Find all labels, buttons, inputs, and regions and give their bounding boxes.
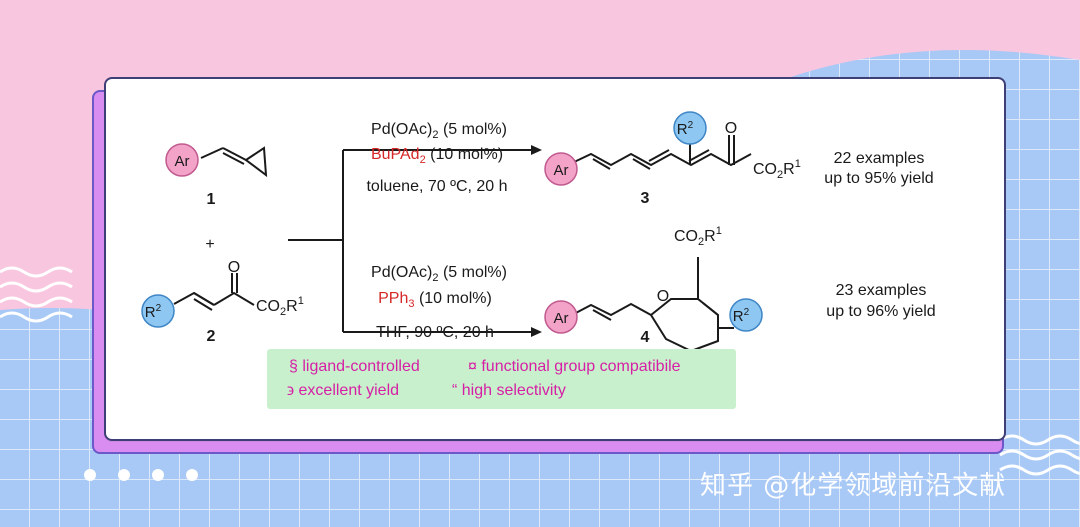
r2-ketone-o: O — [228, 259, 240, 276]
top-ligand: BuPAd2 (10 mol%) — [371, 146, 503, 166]
p3-ketone — [728, 135, 735, 165]
arrowhead-top — [531, 145, 542, 155]
r1-aryl-label: Ar — [175, 153, 190, 170]
p3-examples: 22 examples — [834, 150, 925, 167]
feature-excellent-yield: ϶ excellent yield — [287, 382, 400, 399]
p3-aryl-label: Ar — [554, 162, 569, 179]
dot-3 — [152, 469, 164, 481]
wave-lines-right — [999, 434, 1080, 476]
features-box: § ligand-controlled ¤ functional group c… — [267, 349, 736, 409]
p4-ester-label: CO2R1 — [674, 225, 722, 248]
compound-3-number: 3 — [641, 190, 650, 207]
arrowhead-bottom — [531, 327, 542, 337]
r2-label: R2 — [145, 303, 162, 321]
p4-examples: 23 examples — [836, 282, 927, 299]
p4-r2-label: R2 — [733, 307, 750, 325]
dot-2 — [118, 469, 130, 481]
p4-ring-o: O — [657, 288, 669, 305]
wave-lines-left — [0, 266, 73, 323]
p3-yield: up to 95% yield — [824, 170, 933, 187]
p4-aryl-label: Ar — [554, 310, 569, 327]
feature-functional-group: ¤ functional group compatibile — [468, 358, 681, 375]
cyclopropane-ring — [244, 146, 268, 178]
watermark: 知乎 @化学领域前沿文献 — [700, 471, 1007, 501]
r2-ketone — [231, 273, 238, 293]
plus-sign: + — [205, 236, 214, 253]
r2-ball-4 — [729, 298, 763, 332]
aryl-ball-1 — [165, 143, 199, 177]
r1-double-bond — [222, 147, 247, 165]
feature-high-selectivity: “ high selectivity — [452, 382, 566, 399]
r2-ester-label: CO2R1 — [256, 295, 304, 318]
compound-2-number: 2 — [207, 328, 216, 345]
feature-ligand-controlled: § ligand-controlled — [289, 358, 420, 375]
r1-bond — [200, 147, 224, 159]
p3-r2-label: R2 — [677, 120, 694, 138]
p3-ketone-o: O — [725, 120, 737, 137]
bottom-catalyst: Pd(OAc)2 (5 mol%) — [371, 264, 507, 284]
dot-1 — [84, 469, 96, 481]
r2-ball-3 — [673, 111, 707, 145]
scheme-card: Ar 1 + R2 O CO2R1 2 Pd(OAc)2 (5 mol%) Bu… — [104, 77, 1006, 441]
aryl-ball-3 — [544, 152, 578, 186]
compound-1-number: 1 — [207, 191, 216, 208]
compound-4-number: 4 — [641, 329, 650, 346]
r2-ball-2 — [141, 294, 175, 328]
p3-ester-label: CO2R1 — [753, 158, 801, 181]
top-catalyst: Pd(OAc)2 (5 mol%) — [371, 121, 507, 141]
p4-yield: up to 96% yield — [826, 303, 935, 320]
aryl-ball-4 — [544, 300, 578, 334]
reaction-scheme: Ar 1 + R2 O CO2R1 2 Pd(OAc)2 (5 mol%) Bu… — [141, 111, 936, 353]
bottom-ligand: PPh3 (10 mol%) — [378, 290, 492, 310]
bottom-solvent: THF, 90 ºC, 20 h — [376, 324, 494, 341]
top-solvent: toluene, 70 ºC, 20 h — [366, 178, 507, 195]
dot-4 — [186, 469, 198, 481]
